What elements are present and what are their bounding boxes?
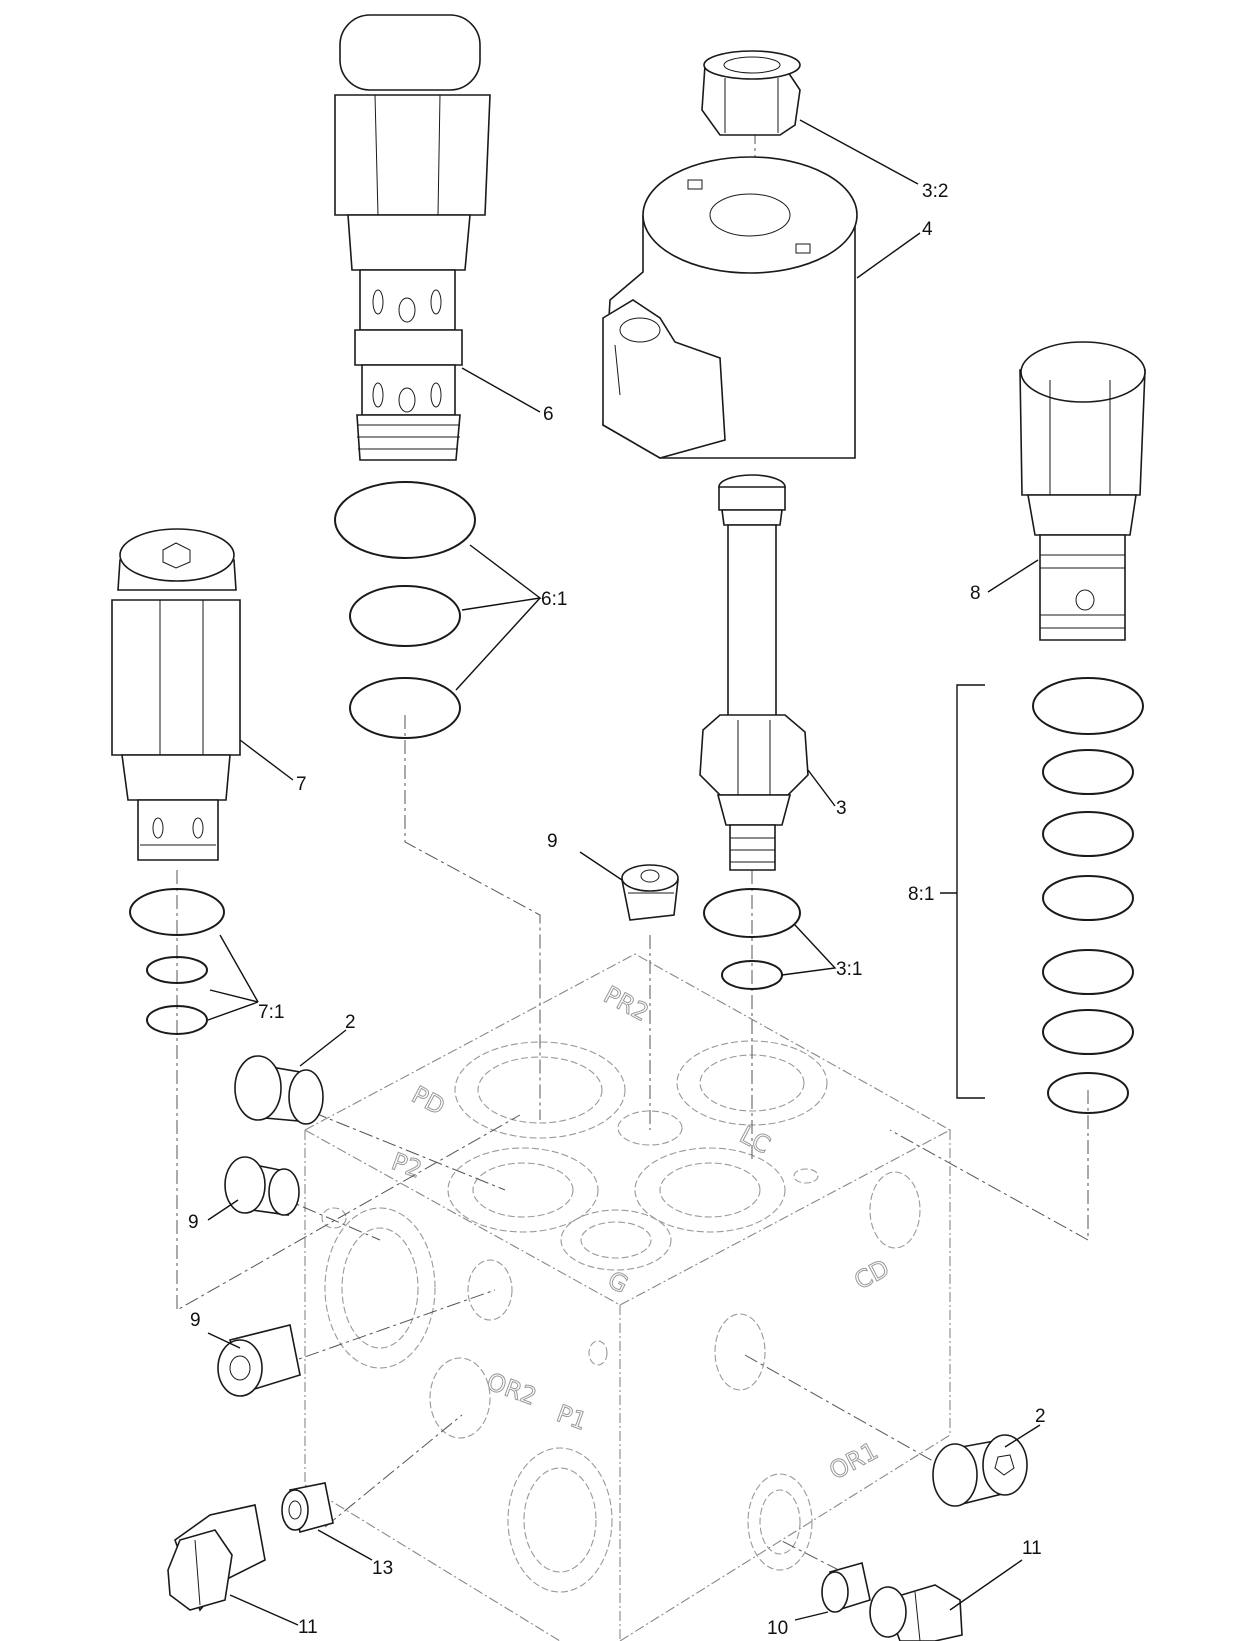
part-9-plug-top: [621, 864, 679, 921]
port-label-or2: OR2: [483, 1367, 540, 1411]
callout-8: 8: [970, 583, 981, 604]
part-13-set-screw: [281, 1482, 334, 1533]
part-4-solenoid-coil: [602, 156, 858, 459]
callout-3: 3: [836, 798, 847, 819]
port-label-pd: PD: [407, 1081, 449, 1121]
part-11-plug-right: [869, 1584, 963, 1641]
part-11-plug-left: [167, 1504, 266, 1612]
callout-6-1: 6:1: [541, 589, 567, 610]
part-3-solenoid-stem: [699, 474, 809, 871]
callout-7: 7: [296, 774, 307, 795]
part-8-cartridge: [1019, 341, 1146, 641]
callout-9-top: 9: [547, 831, 558, 852]
part-6-cartridge-valve: [334, 14, 491, 461]
callout-10: 10: [767, 1618, 788, 1639]
port-label-g: G: [603, 1266, 633, 1299]
callout-3-2: 3:2: [922, 181, 948, 202]
part-7-relief-valve: [111, 528, 241, 861]
callouts: 3:2 4 6 6:1 8 7 3 9 8:1 3:1 7:1 2 9 9 2 …: [188, 181, 1046, 1639]
port-label-pr2: PR2: [599, 981, 653, 1028]
part-7-1-o-rings: [129, 888, 225, 1035]
part-10-set-screw: [821, 1561, 871, 1613]
part-9-plug-bottom: [217, 1324, 301, 1397]
port-label-or1: OR1: [825, 1437, 883, 1486]
part-6-1-o-rings: [334, 481, 476, 739]
callout-6: 6: [543, 404, 554, 425]
port-label-p2: P2: [388, 1147, 426, 1183]
callout-2-right: 2: [1035, 1406, 1046, 1427]
callout-3-1: 3:1: [836, 959, 862, 980]
centerlines: [176, 130, 1089, 1583]
callout-9-bottom: 9: [190, 1310, 201, 1331]
callout-8-1: 8:1: [908, 884, 934, 905]
callout-9-left: 9: [188, 1212, 199, 1233]
port-label-p1: P1: [553, 1399, 591, 1435]
part-2-plug-left: [234, 1055, 324, 1125]
callout-4: 4: [922, 219, 933, 240]
part-2-plug-right: [932, 1434, 1028, 1507]
part-8-1-o-rings: [1032, 677, 1144, 1114]
port-label-cd: CD: [850, 1254, 894, 1295]
callout-13: 13: [372, 1558, 393, 1579]
part-3-2-hex-nut: [701, 50, 801, 136]
port-label-lc: LC: [735, 1121, 775, 1160]
callout-7-1: 7:1: [258, 1002, 284, 1023]
leader-lines: [207, 119, 1041, 1626]
callout-11-left: 11: [298, 1617, 318, 1638]
callout-2-left: 2: [345, 1012, 356, 1033]
callout-11-right: 11: [1022, 1538, 1042, 1559]
manifold-block: [303, 953, 952, 1641]
part-9-plug-left: [224, 1156, 300, 1216]
